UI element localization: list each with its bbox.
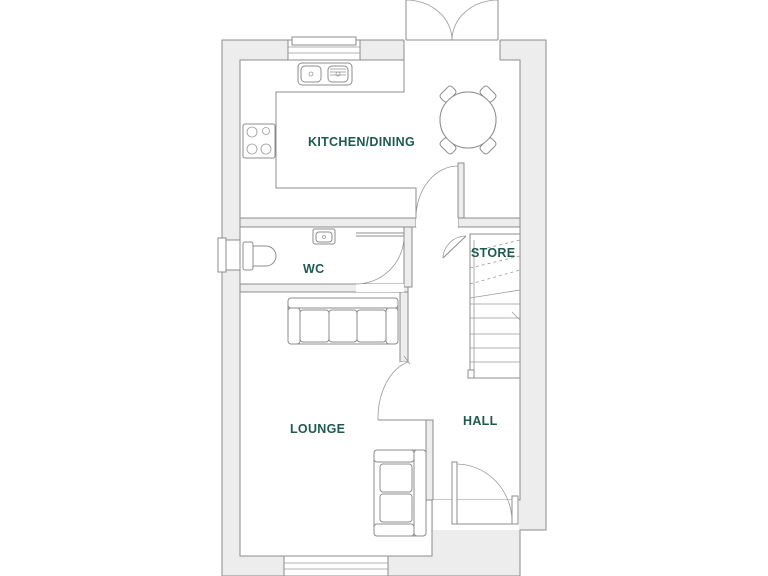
- room-label-kitchen-dining: KITCHEN/DINING: [308, 135, 415, 149]
- front-door: [451, 461, 519, 525]
- armchair-icon: [373, 449, 427, 537]
- room-label-wc: WC: [303, 262, 324, 276]
- toilet-icon: [242, 241, 277, 271]
- basin-icon: [312, 228, 336, 245]
- openings: [217, 36, 519, 576]
- dining-table-icon: [439, 85, 497, 155]
- wc-door: [355, 232, 405, 292]
- room-label-store: STORE: [471, 246, 515, 260]
- room-label-hall: HALL: [463, 414, 498, 428]
- hob-icon: [242, 123, 276, 159]
- lounge-door: [377, 355, 430, 422]
- room-label-lounge: LOUNGE: [290, 422, 345, 436]
- store-door: [442, 235, 467, 259]
- kitchen-door: [415, 165, 459, 219]
- sofa-icon: [287, 297, 399, 345]
- staircase-icon: [467, 233, 521, 379]
- french-doors: [405, 0, 499, 41]
- sink-icon: [297, 62, 353, 86]
